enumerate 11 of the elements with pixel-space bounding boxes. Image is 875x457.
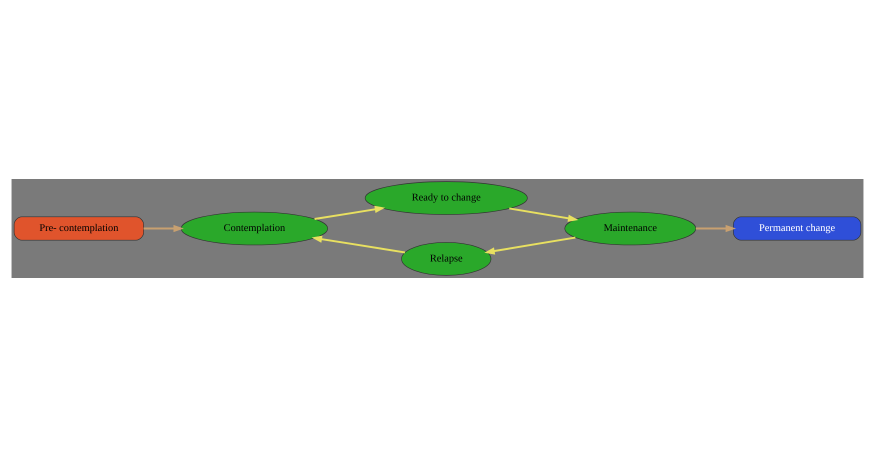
arrow [312, 236, 406, 254]
arrow [314, 206, 386, 220]
node-ellipse: Contemplation [180, 212, 328, 246]
node-ellipse: Maintenance [564, 212, 696, 246]
node-box: Pre- contemplation [14, 216, 144, 240]
arrow [144, 224, 184, 232]
node-ellipse: Relapse [401, 242, 492, 276]
arrow [509, 208, 578, 222]
arrow [696, 224, 736, 232]
arrow [484, 236, 576, 255]
node-box: Permanent change [733, 216, 862, 240]
